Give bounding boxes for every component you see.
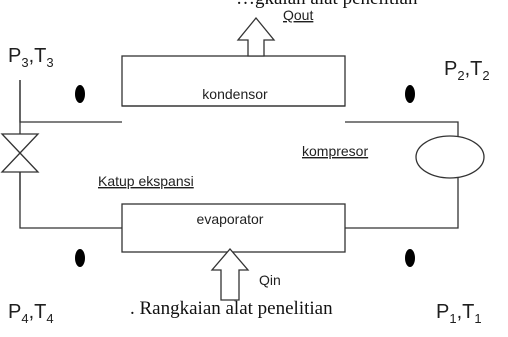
evaporator-box: [121, 203, 346, 253]
pipe-top: [19, 80, 122, 123]
pipe-top-right: [345, 121, 459, 142]
marker-p4: [75, 249, 85, 267]
katup-ekspansi-symbol: [0, 110, 40, 200]
kompresor-label: kompresor: [302, 143, 368, 159]
qout-label: Qout: [283, 7, 313, 23]
katup-ekspansi-label: Katup ekspansi: [98, 173, 194, 189]
state-point-markers: [75, 85, 415, 267]
label-p2-t2: P2,T2: [444, 58, 490, 83]
label-p4-t4: P4,T4: [8, 301, 54, 326]
marker-p2: [405, 85, 415, 103]
kondensor-label: kondensor: [202, 86, 268, 102]
marker-p1: [405, 249, 415, 267]
marker-p3: [75, 85, 85, 103]
label-p1-t1: P1,T1: [436, 301, 482, 326]
qin-label: Qin: [259, 272, 281, 288]
cropped-top-text: …gkaian alat penelitian: [236, 0, 417, 10]
kondensor-box: [121, 55, 346, 107]
pipe-right-lower: [345, 172, 459, 229]
qin-arrow: [210, 248, 250, 301]
label-p3-t3: P3,T3: [8, 45, 54, 70]
kompresor-shape: [415, 135, 485, 179]
qout-arrow: [236, 16, 276, 57]
figure-caption: . Rangkaian alat penelitian: [130, 298, 333, 319]
evaporator-label: evaporator: [197, 211, 264, 227]
